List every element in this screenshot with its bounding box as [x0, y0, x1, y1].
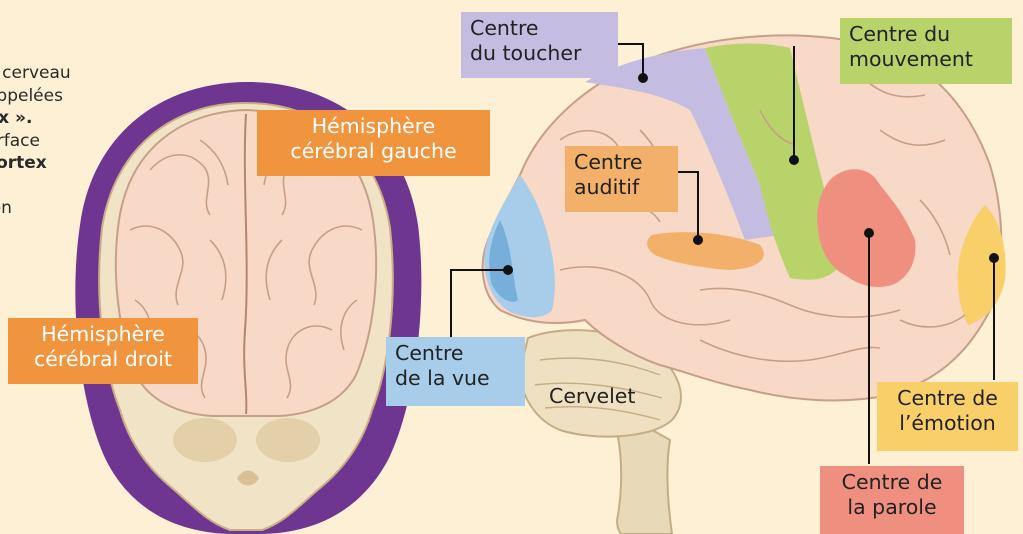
motor-dot [789, 155, 799, 165]
vision-dot [503, 265, 513, 275]
label-vision-center: Centre de la vue [386, 337, 525, 406]
label-line: Centre [395, 341, 516, 366]
label-line: cérébral gauche [266, 139, 481, 164]
label-motor-center: Centre du mouvement [840, 18, 1012, 84]
label-line: Hémisphère [17, 322, 189, 347]
label-line: la parole [829, 495, 955, 520]
eye-socket-left [173, 418, 237, 462]
label-emotion-center: Centre de l’émotion [877, 382, 1018, 451]
label-line: Centre de [829, 470, 955, 495]
label-touch-center: Centre du toucher [461, 12, 618, 78]
label-line: de la vue [395, 366, 516, 391]
side-brain-illustration [483, 35, 1006, 534]
emotion-dot [989, 253, 999, 263]
speech-dot [864, 228, 874, 238]
label-cerebellum: Cervelet [549, 384, 635, 408]
label-line: Centre [574, 150, 669, 175]
eye-socket-right [256, 418, 320, 462]
label-line: mouvement [849, 47, 1003, 72]
label-line: l’émotion [886, 411, 1009, 436]
label-right-hemisphere: Hémisphère cérébral droit [8, 318, 198, 384]
label-line: Centre [470, 16, 609, 41]
label-line: Centre de [886, 386, 1009, 411]
label-left-hemisphere: Hémisphère cérébral gauche [257, 110, 490, 176]
label-line: auditif [574, 175, 669, 200]
label-line: Hémisphère [266, 114, 481, 139]
auditory-dot [693, 235, 703, 245]
label-line: Centre du [849, 22, 1003, 47]
touch-dot [638, 73, 648, 83]
label-auditory-center: Centre auditif [565, 146, 678, 212]
label-line: cérébral droit [17, 347, 189, 372]
label-line: du toucher [470, 41, 609, 66]
label-speech-center: Centre de la parole [820, 466, 964, 534]
